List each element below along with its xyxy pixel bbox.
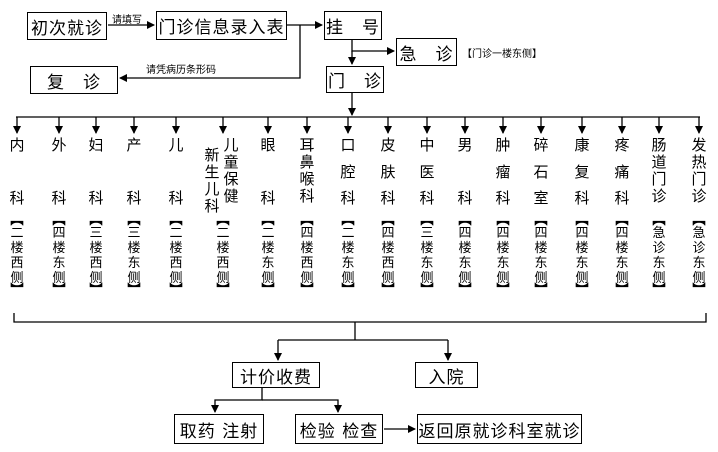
department-name: 内科 <box>9 136 25 207</box>
department-location: ︻四楼东侧︼ <box>575 213 589 298</box>
department-location: ︻三楼西侧︼ <box>89 213 103 298</box>
emergency-location: 【门诊一楼东侧】 <box>462 49 542 60</box>
department-name: 儿童保健 <box>223 136 239 205</box>
department-name: 口腔科 <box>340 136 356 207</box>
department-name: 耳鼻喉科 <box>299 136 315 205</box>
department-location: ︻三楼东侧︼ <box>420 213 434 298</box>
department-location: ︻二楼东侧︼ <box>341 213 355 298</box>
outpatient-box: 门 诊 <box>326 66 384 93</box>
department-name: 皮肤科 <box>380 136 396 207</box>
admission-box: 入院 <box>415 362 478 388</box>
department-location: ︻急诊东侧︼ <box>652 213 666 298</box>
department-name: 外科 <box>51 136 67 207</box>
lab-exam-box: 检验 检查 <box>295 414 383 444</box>
department-location: ︻二楼东侧︼ <box>261 213 275 298</box>
department-location: ︻四楼东侧︼ <box>496 213 510 298</box>
department-location: ︻四楼西侧︼ <box>300 213 314 298</box>
medical-record-label: 请凭病历条形码 <box>146 65 216 76</box>
department-location: ︻急诊东侧︼ <box>692 213 706 298</box>
fill-label: 请填写 <box>112 15 142 26</box>
department-name: 肿瘤科 <box>495 136 511 207</box>
department-location: ︻二楼西侧︼ <box>10 213 24 298</box>
department-name: 发热门诊 <box>691 136 707 205</box>
return-box: 返回原就诊科室就诊 <box>417 414 582 444</box>
department-location: ︻四楼西侧︼ <box>381 213 395 298</box>
department-name: 中医科 <box>419 136 435 207</box>
department-name: 妇科 <box>88 136 104 207</box>
register-box: 挂 号 <box>324 11 382 40</box>
first-visit-box: 初次就诊 <box>27 12 107 40</box>
department-name: 眼科 <box>260 136 276 207</box>
department-location: ︻四楼东侧︼ <box>458 213 472 298</box>
medicine-injection-box: 取药 注射 <box>174 414 264 444</box>
department-extra-name: 新生儿科 <box>204 146 220 215</box>
department-location: ︻四楼东侧︼ <box>615 213 629 298</box>
department-location: ︻二楼西侧︼ <box>169 213 183 298</box>
emergency-box: 急 诊 <box>396 38 457 66</box>
department-name: 疼痛科 <box>614 136 630 207</box>
revisit-box: 复 诊 <box>30 66 118 94</box>
department-location: ︻二楼西侧︼ <box>216 213 230 298</box>
department-name: 产科 <box>126 136 142 207</box>
department-name: 肠道门诊 <box>651 136 667 205</box>
department-location: ︻四楼东侧︼ <box>52 213 66 298</box>
department-name: 碎石室 <box>533 136 549 207</box>
department-name: 康复科 <box>574 136 590 207</box>
department-location: ︻三楼东侧︼ <box>127 213 141 298</box>
department-name: 男科 <box>457 136 473 207</box>
info-entry-box: 门诊信息录入表 <box>156 11 287 40</box>
billing-box: 计价收费 <box>232 362 320 388</box>
department-name: 儿科 <box>168 136 184 207</box>
department-location: ︻四楼东侧︼ <box>534 213 548 298</box>
